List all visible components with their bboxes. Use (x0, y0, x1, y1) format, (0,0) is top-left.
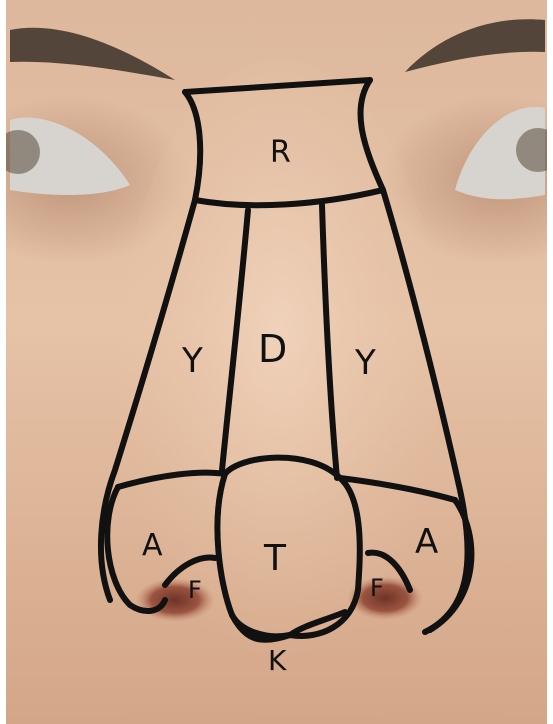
right-white-border (547, 0, 553, 724)
dorsum-label: D (258, 327, 287, 371)
left-white-border (0, 0, 6, 724)
columella-label: K (268, 644, 287, 677)
left-facet-label: F (188, 576, 202, 604)
left-nostril (135, 578, 215, 622)
left-ala-label: A (142, 528, 163, 563)
right-sidewall-label: Y (354, 343, 376, 383)
radix-label: R (270, 135, 291, 170)
tip-label: T (263, 538, 287, 579)
right-facet-label: F (370, 574, 384, 602)
left-sidewall-label: Y (181, 341, 203, 381)
right-ala-label: A (415, 522, 438, 562)
